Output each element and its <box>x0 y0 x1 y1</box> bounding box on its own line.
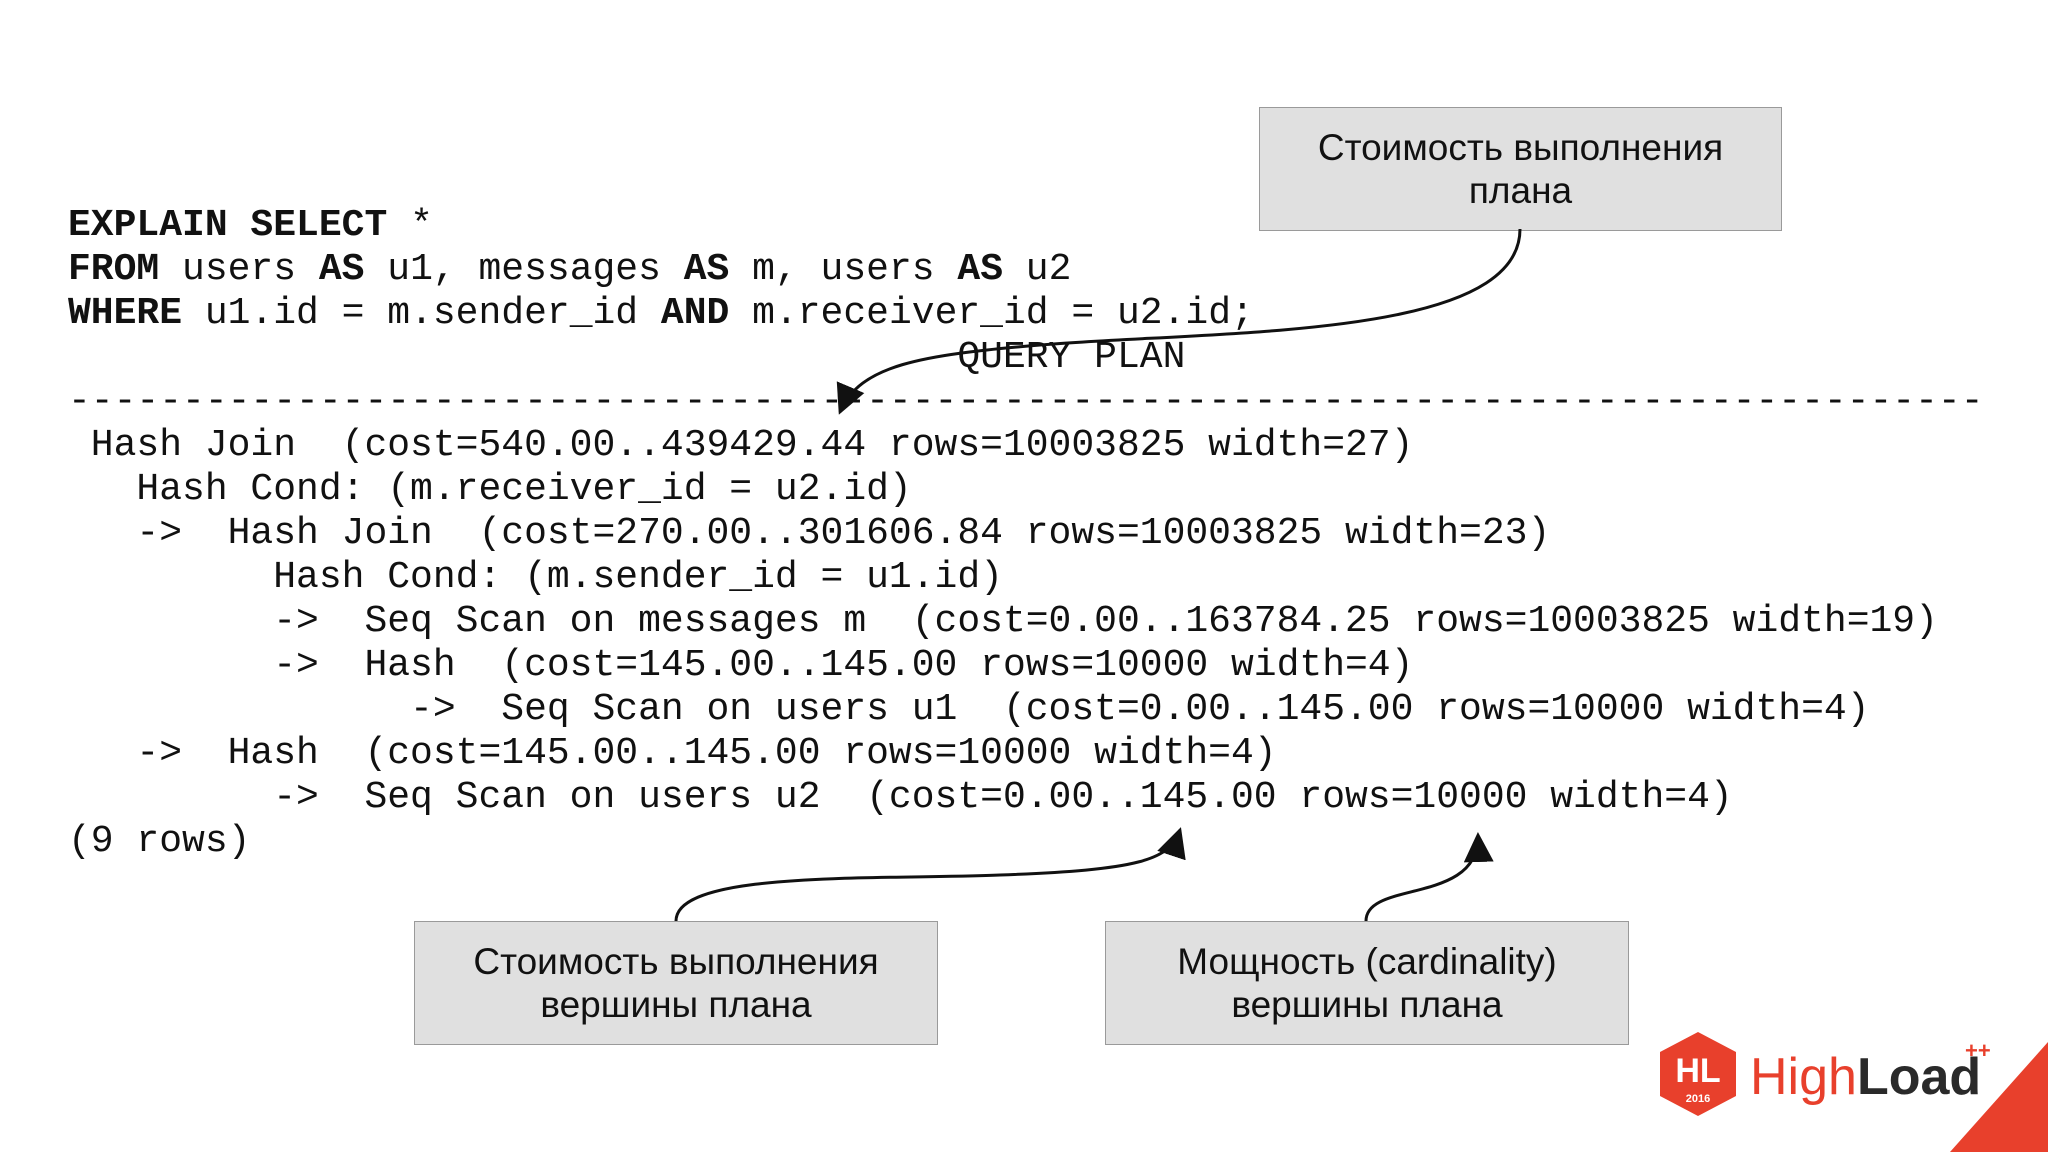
code-text: Hash Cond: (m.receiver_id = u2.id) <box>68 468 912 511</box>
code-line: -> Seq Scan on messages m (cost=0.00..16… <box>68 600 1984 644</box>
logo-word-load: Load <box>1856 1048 1982 1106</box>
code-text: u1, messages <box>364 248 684 291</box>
sql-keyword: AS <box>683 248 730 291</box>
arrow-node-cost <box>674 827 1186 922</box>
sql-keyword: EXPLAIN SELECT <box>68 204 388 247</box>
code-line: -> Hash (cost=145.00..145.00 rows=10000 … <box>68 644 1984 688</box>
code-text: Hash Join (cost=540.00..439429.44 rows=1… <box>68 424 1414 467</box>
code-text: -> Seq Scan on users u1 (cost=0.00..145.… <box>68 688 1870 731</box>
annotation-line-1: Стоимость выполнения <box>473 941 879 982</box>
code-line: -> Seq Scan on users u1 (cost=0.00..145.… <box>68 688 1984 732</box>
code-text: * <box>387 204 433 247</box>
code-text: -> Hash Join (cost=270.00..301606.84 row… <box>68 512 1551 555</box>
code-line: (9 rows) <box>68 820 1984 864</box>
code-text: users <box>159 248 319 291</box>
badge-year: 2016 <box>1686 1093 1710 1105</box>
code-text: m, users <box>729 248 958 291</box>
code-text: -> Seq Scan on messages m (cost=0.00..16… <box>68 600 1938 643</box>
sql-keyword: AS <box>957 248 1003 291</box>
code-text: Hash Cond: (m.sender_id = u1.id) <box>68 556 1003 599</box>
code-line: Hash Cond: (m.receiver_id = u2.id) <box>68 468 1984 512</box>
code-line: Hash Join (cost=540.00..439429.44 rows=1… <box>68 424 1984 468</box>
code-text: ----------------------------------------… <box>68 380 1984 423</box>
code-line: -> Hash (cost=145.00..145.00 rows=10000 … <box>68 732 1984 776</box>
code-text: -> Hash (cost=145.00..145.00 rows=10000 … <box>68 732 1277 775</box>
code-line: -> Seq Scan on users u2 (cost=0.00..145.… <box>68 776 1984 820</box>
code-line: FROM users AS u1, messages AS m, users A… <box>68 248 1984 292</box>
sql-keyword: AND <box>660 292 730 335</box>
badge-text: HL <box>1675 1052 1720 1090</box>
annotation-node-cost: Стоимость выполнения вершины плана <box>414 921 938 1045</box>
highload-logo: HL 2016 <box>1660 1032 2048 1152</box>
code-text: -> Hash (cost=145.00..145.00 rows=10000 … <box>68 644 1414 687</box>
annotation-cardinality: Мощность (cardinality) вершины плана <box>1105 921 1629 1045</box>
sql-keyword: WHERE <box>68 292 183 335</box>
annotation-line-2: вершины плана <box>1231 984 1503 1025</box>
annotation-line-2: вершины плана <box>540 984 812 1025</box>
annotation-line-1: Стоимость выполнения <box>1317 127 1724 168</box>
code-line: WHERE u1.id = m.sender_id AND m.receiver… <box>68 292 1984 336</box>
code-line: ----------------------------------------… <box>68 380 1984 424</box>
logo-superscript: ++ <box>1965 1038 1991 1063</box>
code-line: Hash Cond: (m.sender_id = u1.id) <box>68 556 1984 600</box>
code-line: EXPLAIN SELECT * <box>68 204 1984 248</box>
sql-keyword: AS <box>318 248 365 291</box>
code-text: -> Seq Scan on users u2 (cost=0.00..145.… <box>68 776 1733 819</box>
arrow-cardinality <box>1364 832 1494 922</box>
code-line: -> Hash Join (cost=270.00..301606.84 row… <box>68 512 1984 556</box>
code-text: (9 rows) <box>68 820 251 863</box>
logo-wordmark: HighLoad <box>1750 1047 1981 1107</box>
code-text: u1.id = m.sender_id <box>182 292 661 335</box>
arrow-plan-cost <box>836 228 1522 415</box>
sql-keyword: FROM <box>68 248 160 291</box>
hexagon-badge <box>1660 1032 1736 1116</box>
annotation-line-2: плана <box>1468 170 1573 211</box>
logo-word-high: High <box>1750 1048 1857 1106</box>
annotation-line-1: Мощность (cardinality) <box>1177 941 1557 982</box>
sql-explain-output: EXPLAIN SELECT *FROM users AS u1, messag… <box>68 204 1984 864</box>
corner-accent <box>1950 1042 2048 1152</box>
code-text: u2 <box>1003 248 1072 291</box>
code-text: m.receiver_id = u2.id; <box>729 292 1254 335</box>
